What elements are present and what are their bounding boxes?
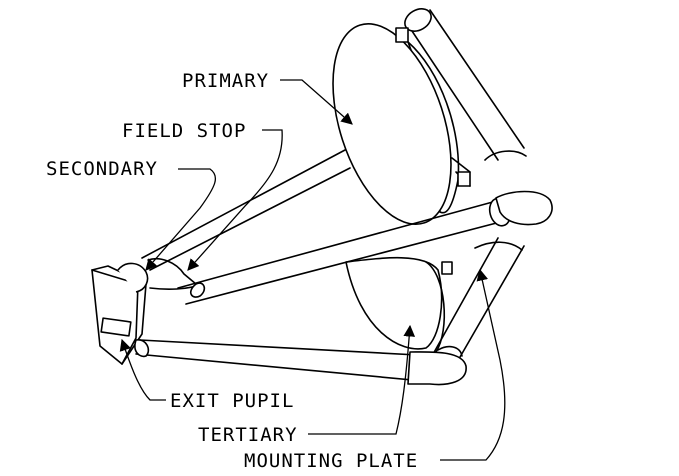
leader-mounting-plate bbox=[440, 268, 506, 461]
leader-primary bbox=[280, 79, 353, 125]
back-plate bbox=[91, 258, 206, 365]
upper-strut bbox=[404, 8, 527, 161]
label-exit-pupil: EXIT PUPIL bbox=[170, 390, 294, 412]
label-secondary: SECONDARY bbox=[46, 158, 158, 180]
label-primary: PRIMARY bbox=[182, 70, 269, 92]
leader-lines bbox=[119, 79, 506, 461]
leader-exit-pupil bbox=[119, 338, 166, 401]
lower-right-strut bbox=[431, 237, 525, 365]
leader-secondary bbox=[145, 168, 217, 271]
leader-field-stop bbox=[187, 129, 283, 271]
primary-mirror bbox=[332, 22, 471, 226]
leader-tertiary bbox=[308, 324, 416, 435]
label-tertiary: TERTIARY bbox=[198, 424, 298, 446]
tertiary-mirror bbox=[345, 256, 453, 353]
label-field-stop: FIELD STOP bbox=[122, 120, 246, 142]
callout-labels: PRIMARY FIELD STOP SECONDARY EXIT PUPIL … bbox=[46, 70, 418, 472]
truss-tubes bbox=[135, 149, 553, 386]
label-mounting-plate: MOUNTING PLATE bbox=[244, 450, 418, 472]
